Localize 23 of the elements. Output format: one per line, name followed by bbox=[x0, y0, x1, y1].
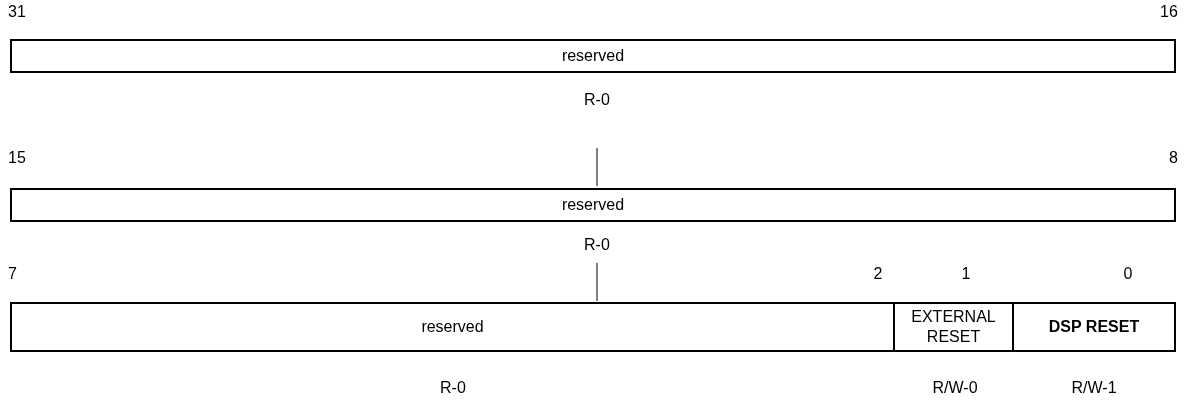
field-name: EXTERNAL RESET bbox=[910, 307, 997, 347]
access-type: R/W-1 bbox=[1071, 379, 1117, 397]
field-name: DSP RESET bbox=[1048, 317, 1140, 337]
bit-number: 31 bbox=[8, 3, 26, 21]
bit-number: 16 bbox=[1160, 3, 1178, 21]
field-name: reserved bbox=[561, 195, 625, 215]
bit-number: 0 bbox=[1123, 265, 1133, 283]
access-type: R-0 bbox=[440, 379, 466, 397]
register-field bbox=[893, 302, 1014, 352]
access-type: R-0 bbox=[584, 91, 610, 109]
register-field bbox=[10, 188, 1176, 222]
bit-number: 8 bbox=[1169, 149, 1178, 167]
bit-number: 2 bbox=[873, 265, 883, 283]
register-field bbox=[10, 39, 1176, 73]
bit-number: 7 bbox=[8, 265, 17, 283]
register-field bbox=[1012, 302, 1176, 352]
access-type: R/W-0 bbox=[932, 379, 978, 397]
field-name: reserved bbox=[561, 46, 625, 66]
register-field bbox=[10, 302, 895, 352]
access-type: R-0 bbox=[584, 236, 610, 254]
bit-number: 15 bbox=[8, 149, 26, 167]
bit-number: 1 bbox=[961, 265, 971, 283]
field-name: reserved bbox=[421, 317, 484, 337]
